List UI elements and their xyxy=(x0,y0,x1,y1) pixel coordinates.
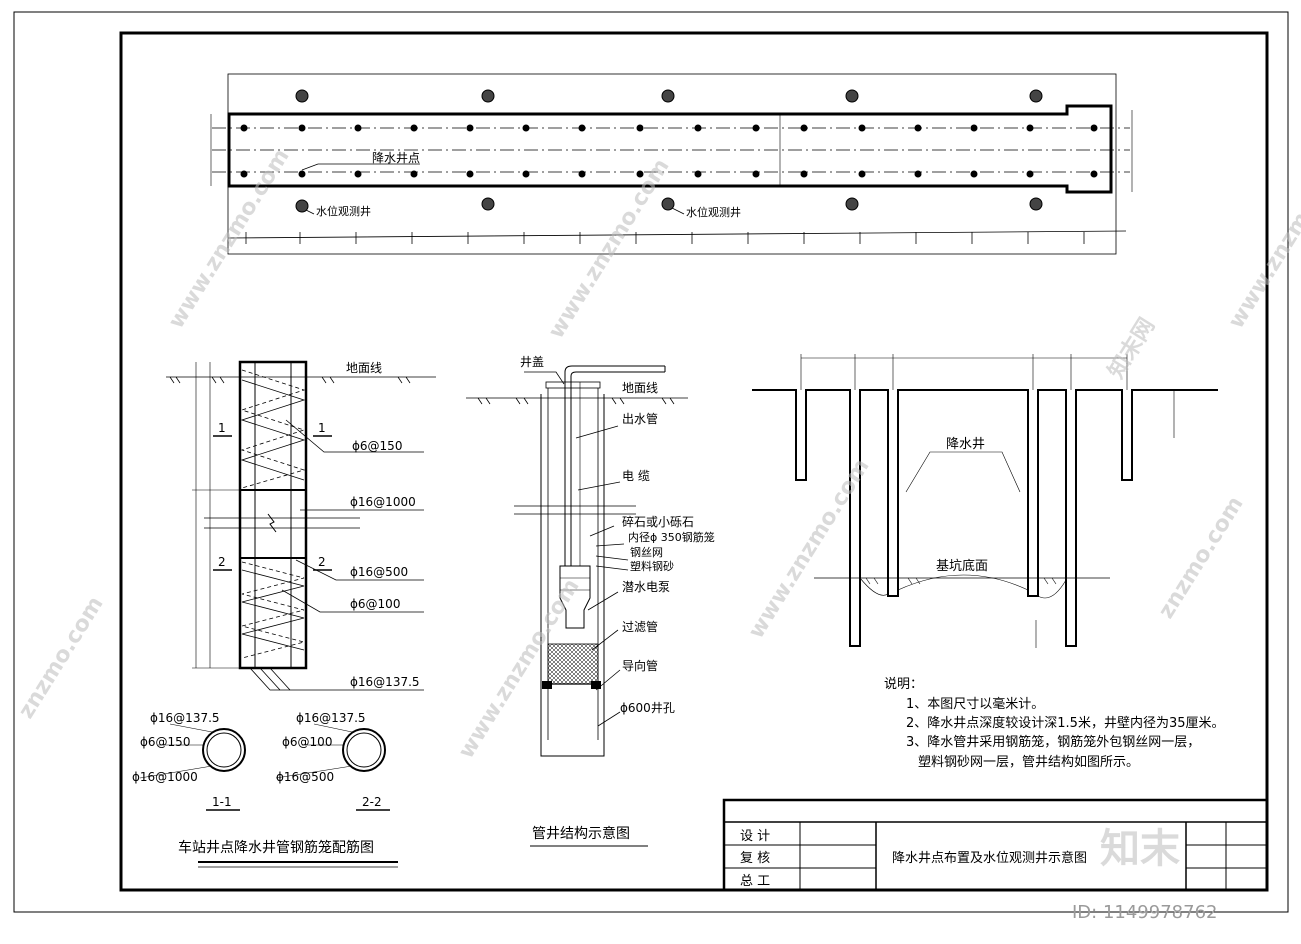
pit-well-label: 降水井 xyxy=(946,437,985,452)
notes-heading: 说明： xyxy=(884,677,923,692)
sec1-title: 1-1 xyxy=(212,795,232,809)
sec2-label-a: ϕ16@137.5 xyxy=(296,711,366,725)
notes: 说明： 1、本图尺寸以毫米计。 2、降水井点深度较设计深1.5米，井壁内径为35… xyxy=(884,677,1225,770)
section-2-2: ϕ16@137.5 ϕ6@100 ϕ16@500 2-2 xyxy=(275,711,390,811)
label-dewatering-point: 降水井点 xyxy=(372,151,420,165)
label-observation-well-b: 水位观测井 xyxy=(686,205,741,219)
plan-view: 降水井点 水位观测井 水位观测井 xyxy=(210,73,1133,255)
dewatering-points xyxy=(240,124,1098,178)
well-cable: 电 缆 xyxy=(622,469,650,483)
tb-drawing-title: 降水井点布置及水位观测井示意图 xyxy=(892,850,1087,866)
sec2-title: 2-2 xyxy=(362,795,382,809)
watermark-site-3: www.znzmo.com xyxy=(1224,145,1301,334)
cage-tag-2-right: 2 xyxy=(318,555,326,569)
well-hole: ϕ600井孔 xyxy=(620,701,675,715)
notes-line-3: 3、降水管井采用钢筋笼，钢筋笼外包钢丝网一层， xyxy=(906,734,1200,750)
sec1-label-a: ϕ16@137.5 xyxy=(150,711,220,725)
well-cage: 内径ϕ 350钢筋笼 xyxy=(628,530,715,544)
well-filter: 过滤管 xyxy=(622,619,658,634)
rebar-phi16-1000: ϕ16@1000 xyxy=(350,495,416,509)
well-guide: 导向管 xyxy=(622,658,658,673)
dimension-ticks xyxy=(245,232,1085,244)
watermark-brand: 知末 xyxy=(1100,826,1180,872)
cage-title: 车站井点降水井管钢筋笼配筋图 xyxy=(178,839,374,856)
rebar-phi6-150: ϕ6@150 xyxy=(352,439,402,453)
rebar-phi6-100: ϕ6@100 xyxy=(350,597,400,611)
cage-ground-line: 地面线 xyxy=(346,361,382,375)
pit-outline xyxy=(227,104,1113,194)
outer-border xyxy=(13,11,1289,913)
watermark-brand-short: 知末网 xyxy=(1103,313,1160,383)
cage-tag-2-left: 2 xyxy=(218,555,226,569)
pit-bottom-label: 基坑底面 xyxy=(936,558,988,574)
sec2-label-b: ϕ6@100 xyxy=(282,735,332,749)
watermark-id: ID: 1149978762 xyxy=(1072,902,1217,923)
tb-chief: 总 工 xyxy=(740,874,770,889)
rebar-phi16-137: ϕ16@137.5 xyxy=(350,675,420,689)
label-observation-well-a: 水位观测井 xyxy=(316,204,371,218)
tb-design: 设 计 xyxy=(740,829,770,844)
cage-elevation: 地面线 1 xyxy=(166,360,436,691)
notes-line-4: 塑料钢砂网一层，管井结构如图所示。 xyxy=(918,754,1139,770)
rebar-phi16-500: ϕ16@500 xyxy=(350,565,408,579)
drawing-frame xyxy=(119,31,1269,892)
sec1-label-b: ϕ6@150 xyxy=(140,735,190,749)
well-plastic-sand: 塑料钢砂 xyxy=(630,559,674,573)
well-structure: 井盖 地面线 出水管 电 缆 碎石或小砾石 内径ϕ 350钢筋笼 钢丝网 塑料钢… xyxy=(466,355,715,757)
pit-section: 降水井 基坑底面 xyxy=(752,354,1218,648)
watermark-site-6: znzmo.com xyxy=(1154,492,1249,623)
well-gravel: 碎石或小砾石 xyxy=(622,514,694,529)
well-cap: 井盖 xyxy=(520,355,544,369)
notes-line-2: 2、降水井点深度较设计深1.5米，井壁内径为35厘米。 xyxy=(906,715,1225,731)
cage-tag-1-left: 1 xyxy=(218,421,226,435)
watermark-site-7: www.znzmo.com xyxy=(744,455,875,644)
section-1-1: ϕ16@137.5 ϕ6@150 ϕ16@1000 1-1 xyxy=(132,711,246,811)
sec1-label-c: ϕ16@1000 xyxy=(132,770,198,784)
notes-line-1: 1、本图尺寸以毫米计。 xyxy=(906,696,1044,712)
well-outlet-pipe: 出水管 xyxy=(622,411,658,426)
tb-review: 复 核 xyxy=(740,851,770,866)
well-pump: 潜水电泵 xyxy=(622,580,670,594)
observation-wells xyxy=(295,89,1043,213)
well-steel-mesh: 钢丝网 xyxy=(630,546,663,559)
well-ground-line: 地面线 xyxy=(622,381,658,395)
title-block: 设 计 复 核 总 工 降水井点布置及水位观测井示意图 xyxy=(722,798,1269,892)
sec2-label-c: ϕ16@500 xyxy=(276,770,334,784)
watermark-site-4: znzmo.com xyxy=(14,592,109,723)
well-title: 管井结构示意图 xyxy=(532,825,630,842)
cage-tag-1-right: 1 xyxy=(318,421,326,435)
watermark-site-2: www.znzmo.com xyxy=(544,155,675,344)
